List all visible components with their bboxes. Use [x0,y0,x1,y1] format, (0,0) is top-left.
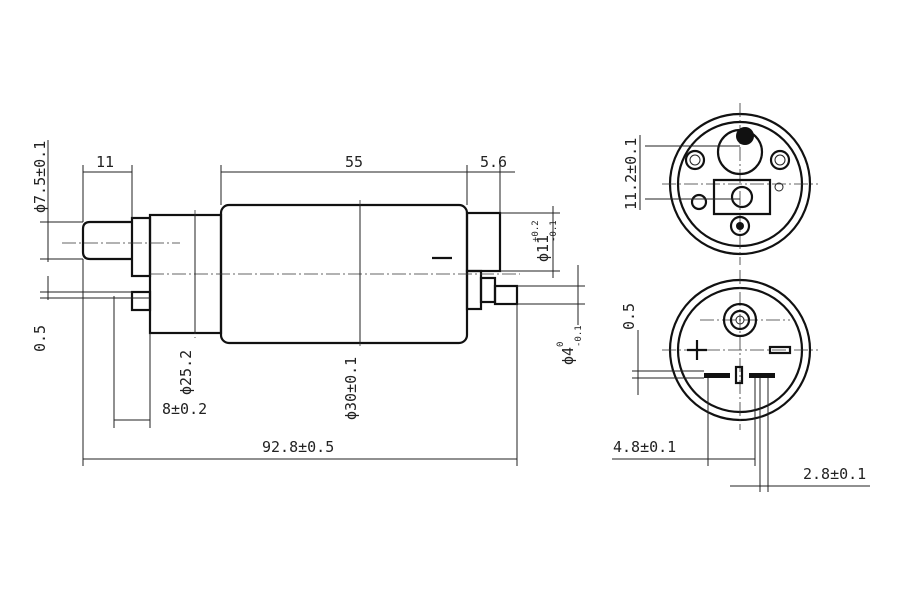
outlet-collar [465,269,483,311]
dim-shaft-dia: ϕ7.5±0.1 [31,141,49,213]
dim-outlet-dia: ϕ11 [534,235,552,262]
dim-pin-tol-low: -0.1 [574,325,584,347]
dim-body-len: 55 [345,153,363,171]
pump-step [130,216,152,278]
dim-bottom-view-offset: 0.5 [620,303,638,330]
outlet-pin [493,284,519,306]
dim-pin-tol-up: 0 [556,342,566,347]
dim-end-len: 5.6 [480,153,507,171]
dim-shaft-len: 11 [96,153,114,171]
side-view: ϕ7.5±0.1 11 55 5.6 ϕ11 +0.2 -0.1 0.5 ϕ4 [31,140,585,466]
dim-outlet-tol-low: -0.1 [549,220,559,242]
dim-flange-len: 8±0.2 [162,400,207,418]
minus-terminal-icon [768,345,792,355]
dim-pin-dia: ϕ4 [559,347,577,365]
side-connector [130,290,152,312]
dim-outlet-tol-up: +0.2 [531,220,541,242]
inlet-shaft [81,220,132,261]
bottom-end-view: 0.5 4.8±0.1 2.8±0.1 [612,270,870,492]
dim-top-view-offset: 11.2±0.1 [622,138,640,210]
dim-offset-left: 0.5 [31,325,49,352]
top-end-view: 11.2±0.1 [622,103,818,265]
dim-terminal-width: 2.8±0.1 [803,465,866,483]
dim-overall-len: 92.8±0.5 [262,438,334,456]
outlet-cap [465,211,502,273]
dim-terminal-spacing: 4.8±0.1 [613,438,676,456]
outlet-ring [479,276,497,304]
plus-terminal-icon [687,340,707,360]
dim-flange-dia: ϕ25.2 [177,350,195,395]
dim-body-dia: ϕ30±0.1 [342,357,360,420]
